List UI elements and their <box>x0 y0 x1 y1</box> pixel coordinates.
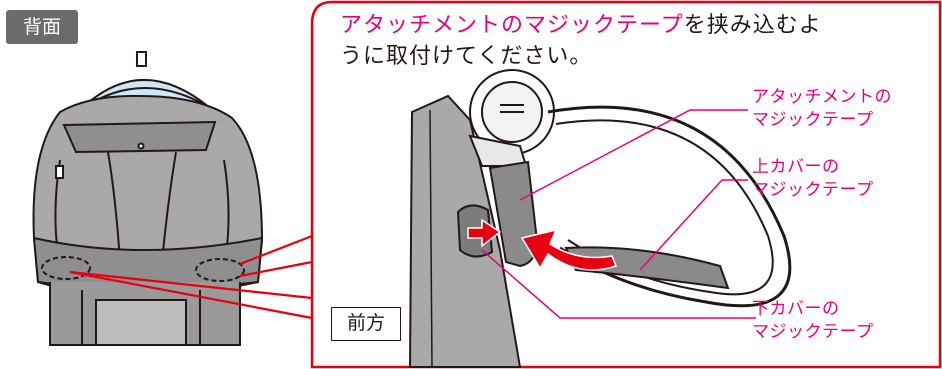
instruction-highlight: アタッチメントのマジックテープ <box>340 13 684 38</box>
callout-line: 下カバーの <box>752 299 840 319</box>
stroller-back-view <box>32 51 264 346</box>
instruction-line-2: うに取付けてください。 <box>340 44 593 69</box>
callout-lower-cover-velcro: 下カバーの マジックテープ <box>752 298 873 344</box>
zoomed-detail <box>408 69 792 368</box>
leader-lines <box>481 109 756 319</box>
back-view-label: 背面 <box>6 10 78 44</box>
instruction-text: アタッチメントのマジックテープを挟み込むよ うに取付けてください。 <box>340 10 930 72</box>
callout-line: アタッチメントの <box>752 87 892 107</box>
callout-line: 上カバーの <box>752 157 840 177</box>
callout-upper-cover-velcro: 上カバーの マジックテープ <box>752 156 873 202</box>
zoom-lines <box>69 234 313 320</box>
callout-line: マジックテープ <box>752 322 874 342</box>
front-direction-label: 前方 <box>331 307 401 341</box>
callout-frame <box>310 0 942 369</box>
instruction-rest: を挟み込むよ <box>683 13 822 38</box>
instruction-line-1: アタッチメントのマジックテープを挟み込むよ <box>340 10 930 41</box>
callout-attachment-velcro: アタッチメントの マジックテープ <box>752 86 892 132</box>
insert-arrow <box>520 228 617 271</box>
callout-line: マジックテープ <box>752 180 874 200</box>
slot-arrow <box>467 218 502 248</box>
callout-line: マジックテープ <box>752 110 874 130</box>
